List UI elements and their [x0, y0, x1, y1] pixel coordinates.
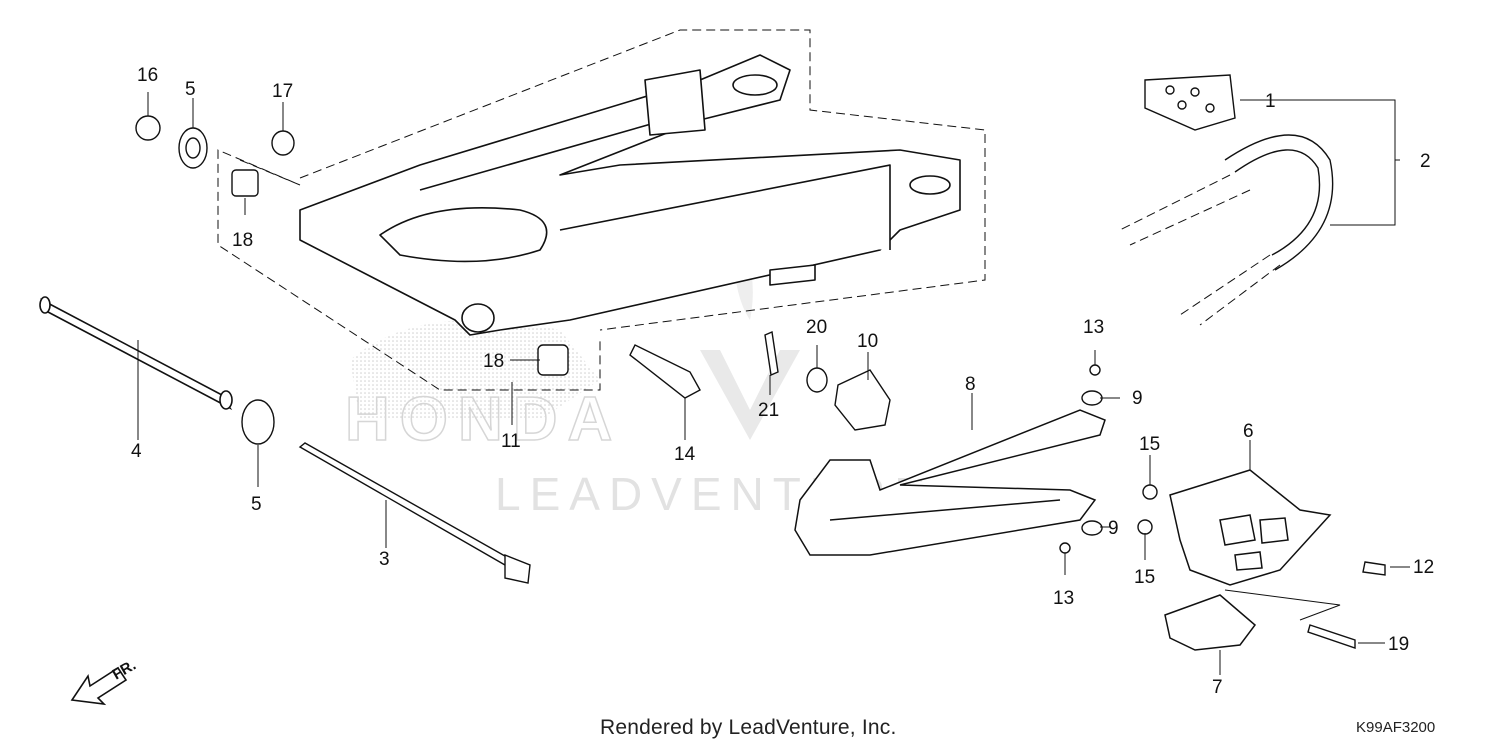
callout-21: 21	[758, 400, 779, 421]
needle-bearing-part-18-lower	[537, 344, 569, 376]
callout-9-upper: 9	[1132, 388, 1143, 409]
chain-guide-part-6	[1169, 469, 1332, 586]
callout-14: 14	[674, 444, 696, 465]
callout-labels: 1 2 3 4 5 5 6 7 8 9 9 10 11 12 13 13 14 …	[131, 65, 1434, 698]
callout-15-lower: 15	[1134, 567, 1155, 588]
washer-part-9-upper	[1081, 390, 1103, 406]
callout-17: 17	[272, 81, 293, 102]
needle-bearing-part-18-upper	[231, 169, 259, 197]
callout-5-lower: 5	[251, 494, 262, 515]
rendered-by-credit: Rendered by LeadVenture, Inc.	[600, 716, 897, 739]
chain-ghost-line-3	[1179, 254, 1271, 316]
callout-19: 19	[1388, 634, 1409, 655]
pivot-shaft	[39, 296, 233, 411]
callout-3: 3	[379, 549, 390, 570]
honda-wing-watermark	[350, 320, 600, 420]
screw-part-13-upper	[1089, 364, 1101, 376]
swingarm	[299, 54, 961, 336]
washer-part-20	[806, 367, 828, 393]
callout-8: 8	[965, 374, 976, 395]
nut-part-15-upper	[1142, 484, 1158, 500]
callout-18-upper: 18	[232, 230, 253, 251]
cotter-pin-part-21	[764, 330, 779, 377]
callout-16: 16	[137, 65, 158, 86]
bearing-group-outline	[217, 149, 601, 391]
callout-7: 7	[1212, 677, 1223, 698]
callout-1: 1	[1265, 91, 1276, 112]
watermark-brand-text: HONDA	[345, 385, 622, 454]
chain-slider-part-8	[794, 409, 1106, 556]
pivot-bolt	[298, 442, 531, 584]
front-direction-indicator: FR.	[70, 657, 139, 706]
nut-part-15-lower	[1137, 519, 1153, 535]
dashed-leader-lines	[217, 29, 1281, 391]
chain-ghost-line-2	[1129, 189, 1251, 246]
drive-chain	[1144, 74, 1334, 271]
swingarm-assembly-outline	[299, 29, 986, 331]
bearing-part-5-upper-inner	[185, 137, 201, 159]
master-link-box	[1144, 74, 1236, 131]
bolt-part-19	[1307, 624, 1356, 649]
callout-15-upper: 15	[1139, 434, 1160, 455]
callout-9-lower: 9	[1108, 518, 1119, 539]
nut-part-17	[271, 130, 295, 156]
chain-ghost-line-1	[1119, 174, 1231, 231]
callout-18-lower: 18	[483, 351, 504, 372]
diagram-code: K99AF3200	[1356, 719, 1436, 736]
callout-6: 6	[1243, 421, 1254, 442]
front-arrow-icon	[70, 666, 128, 706]
washer-part-9-lower	[1081, 520, 1103, 536]
callout-11: 11	[501, 431, 521, 452]
screw-part-13-lower	[1059, 542, 1071, 554]
callout-4: 4	[131, 441, 142, 462]
small-parts	[135, 115, 1386, 649]
callout-5-upper: 5	[185, 79, 196, 100]
callout-13-upper: 13	[1083, 317, 1104, 338]
collar-part-5-lower	[241, 399, 275, 445]
roller-part-10	[834, 369, 891, 431]
nut-part-16	[135, 115, 161, 141]
callout-2: 2	[1420, 151, 1431, 172]
callout-12: 12	[1413, 557, 1434, 578]
callout-leader-lines	[137, 92, 1410, 675]
callout-10: 10	[857, 331, 878, 352]
callout-13-lower: 13	[1053, 588, 1074, 609]
callout-20: 20	[806, 317, 827, 338]
bolt-part-12	[1362, 561, 1386, 576]
bolt-part-14	[629, 344, 701, 399]
guide-slider-part-7	[1164, 594, 1257, 651]
chain-ghost-line-4	[1199, 264, 1281, 326]
leadventure-logo-watermark	[700, 350, 800, 440]
